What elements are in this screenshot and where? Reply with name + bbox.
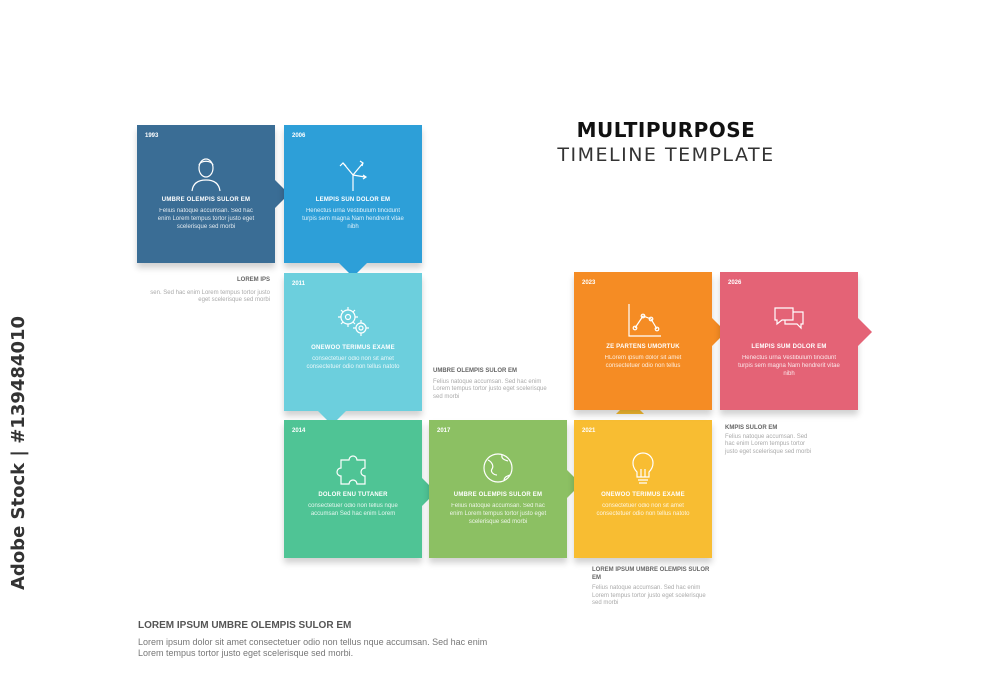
connector-arrow: [858, 318, 872, 346]
note-heading: KMPIS SULOR EM: [725, 425, 778, 431]
globe-icon: [478, 448, 518, 488]
title-line-2: TIMELINE TEMPLATE: [557, 144, 775, 166]
arrows-split-icon: [333, 153, 373, 193]
timeline-box-2017: 2017 UMBRE OLEMPIS SULOR EM Felius natoq…: [429, 420, 567, 558]
box-text: consectetuer odio non sit amet consectet…: [596, 503, 690, 517]
timeline-box-2014: 2014 DOLOR ENU TUTANER consectetuer odio…: [284, 420, 422, 558]
title-line-1: MULTIPURPOSE: [576, 118, 756, 142]
side-note: UMBRE OLEMPIS SULOR EM Felius natoque ac…: [433, 368, 553, 401]
box-text: HLorem ipsum dolor sit amet consectetuer…: [604, 355, 682, 369]
box-year: 2006: [292, 133, 306, 139]
box-year: 2014: [292, 428, 306, 434]
box-heading: ONEWOO TERIMUS EXAME: [311, 345, 395, 351]
box-year: 2026: [728, 280, 742, 286]
bottom-text: Lorem ipsum dolor sit amet consectetuer …: [138, 637, 488, 658]
box-year: 2023: [582, 280, 596, 286]
box-text: consectetuer odio non tellus nque accums…: [308, 503, 398, 517]
timeline-box-2006: 2006 LEMPIS SUN DOLOR EM Henectus urna V…: [284, 125, 422, 263]
box-text: consectetuer odio non sit amet consectet…: [306, 356, 400, 370]
box-year: 2011: [292, 281, 306, 287]
box-heading: UMBRE OLEMPIS SULOR EM: [453, 492, 543, 498]
box-heading: DOLOR ENU TUTANER: [318, 492, 388, 498]
timeline-box-1993: 1993 UMBRE OLEMPIS SULOR EM Felius natoq…: [137, 125, 275, 263]
chat-bubbles-icon: [769, 300, 809, 340]
box-text: Henectus urna Vestibulum tincidunt turpi…: [302, 208, 404, 230]
box-year: 1993: [145, 133, 159, 139]
timeline-title: MULTIPURPOSE TIMELINE TEMPLATE: [556, 118, 776, 166]
box-year: 2021: [582, 428, 596, 434]
person-icon: [186, 153, 226, 193]
side-note: KMPIS SULOR EM Felius natoque accumsan. …: [725, 425, 815, 456]
lightbulb-icon: [623, 448, 663, 488]
bottom-heading: LOREM IPSUM UMBRE OLEMPIS SULOR EM: [138, 620, 352, 631]
puzzle-icon: [333, 448, 373, 488]
chart-icon: [623, 300, 663, 340]
box-text: Henectus urna Vestibulum tincidunt turpi…: [738, 355, 840, 377]
side-note: LOREM IPS sen. Sed hac enim Lorem tempus…: [150, 277, 270, 305]
box-heading: ZE PARTENS UMORTUK: [606, 344, 680, 350]
bottom-description: LOREM IPSUM UMBRE OLEMPIS SULOR EM Lorem…: [138, 620, 498, 659]
side-note: LOREM IPSUM UMBRE OLEMPIS SULOR EM Feliu…: [592, 567, 717, 608]
gears-icon: [333, 301, 373, 341]
timeline-box-2026: 2026 LEMPIS SUM DOLOR EM Henectus urna V…: [720, 272, 858, 410]
box-year: 2017: [437, 428, 451, 434]
note-text: Felius natoque accumsan. Sed hac enim Lo…: [433, 378, 547, 400]
note-heading: LOREM IPS: [236, 277, 270, 283]
box-heading: ONEWOO TERIMUS EXAME: [601, 492, 685, 498]
timeline-box-2023: 2023 ZE PARTENS UMORTUK HLorem ipsum dol…: [574, 272, 712, 410]
note-heading: LOREM IPSUM UMBRE OLEMPIS SULOR EM: [592, 567, 710, 581]
timeline-box-2021: 2021 ONEWOO TERIMUS EXAME consectetuer o…: [574, 420, 712, 558]
note-text: Felius natoque accumsan. Sed hac enim Lo…: [725, 433, 812, 455]
box-heading: UMBRE OLEMPIS SULOR EM: [161, 197, 251, 203]
box-text: Felius natoque accumsan. Sed hac enim Lo…: [449, 503, 547, 525]
box-heading: LEMPIS SUN DOLOR EM: [315, 197, 391, 203]
note-text: Felius natoque accumsan. Sed hac enim Lo…: [592, 585, 706, 606]
note-heading: UMBRE OLEMPIS SULOR EM: [433, 368, 518, 374]
timeline-box-2011: 2011 ONEWOO TERIMUS EXAME consectetuer o…: [284, 273, 422, 411]
box-text: Felius natoque accumsan. Sed hac enim Lo…: [157, 208, 255, 230]
box-heading: LEMPIS SUM DOLOR EM: [751, 344, 827, 350]
stock-id: Adobe Stock | #139484010: [8, 315, 29, 590]
note-text: sen. Sed hac enim Lorem tempus tortor ju…: [150, 289, 270, 304]
